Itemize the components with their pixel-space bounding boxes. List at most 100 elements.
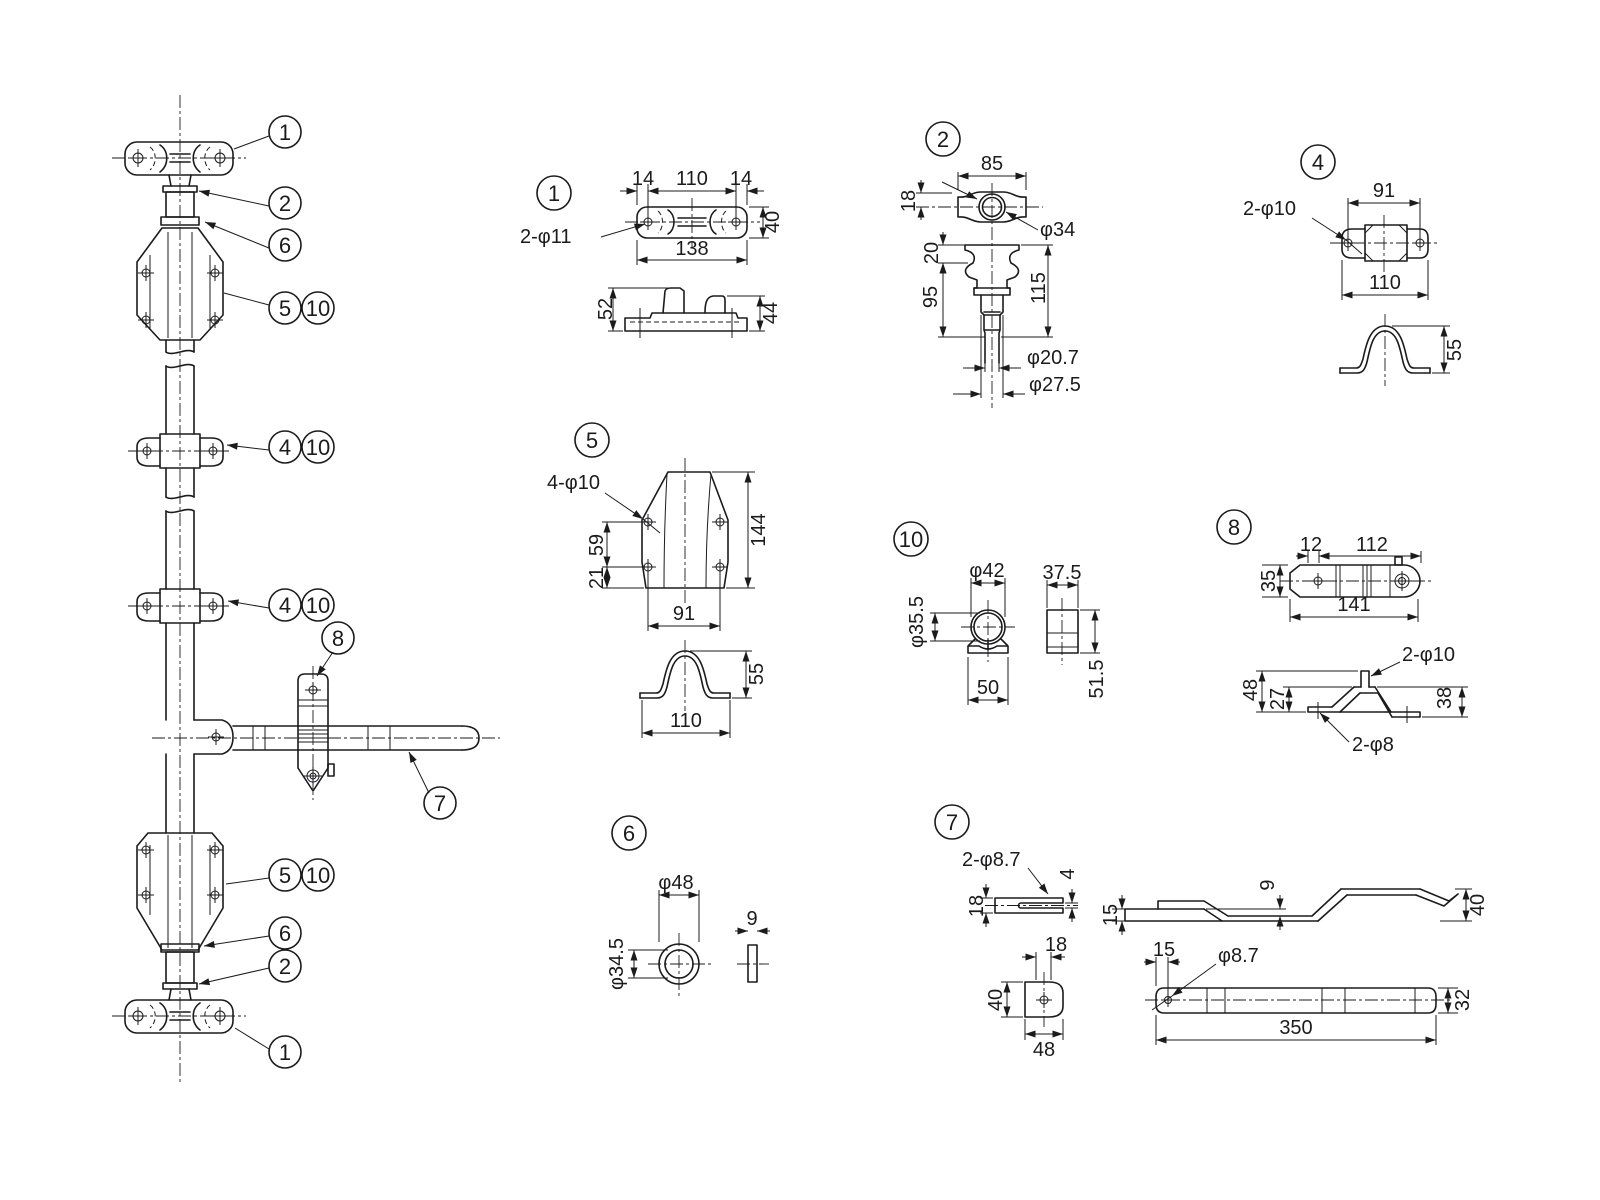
part8-side-view [1307,670,1421,723]
part5-dim-21: 21 [586,567,608,589]
part1-holes-label: 2-φ11 [520,226,572,248]
part5-dim-91: 91 [673,603,695,625]
part4-holes-label: 2-φ10 [1243,198,1296,220]
part7-dim-9: 9 [1257,879,1279,890]
part7-dim-15-hole: 15 [1153,939,1175,961]
balloon-bot-1-label: 1 [279,1040,291,1065]
balloon-bot-10: 10 [301,858,335,892]
part5-number: 5 [586,428,598,453]
part6-dia-34-5: φ34.5 [606,938,628,990]
part1-side-view [624,287,748,338]
balloon-mid-4b: 4 [268,588,302,622]
part6-dim-9: 9 [746,908,757,930]
part1-number: 1 [548,181,560,206]
balloon-part2: 2 [925,121,961,157]
part2-dim-115: 115 [1028,272,1050,304]
part8-dim-35: 35 [1258,570,1280,592]
assembly-guide-bracket-top [136,227,224,341]
part7-number: 7 [946,810,958,835]
part8-dim-27: 27 [1267,688,1289,710]
balloon-leaders [198,135,430,1050]
part8-dim-141: 141 [1337,594,1370,616]
part2-dia-20-7: φ20.7 [1027,347,1079,369]
assembly-end-plate-top [112,141,246,176]
part1-dim-52: 52 [595,298,617,320]
balloon-bot-10-label: 10 [306,863,330,888]
balloon-mid-4b-label: 4 [279,593,291,618]
balloon-top-10: 10 [301,291,335,325]
balloon-mid-10a-label: 10 [306,435,330,460]
part1-dim-138: 138 [675,238,708,260]
balloon-top-2-label: 2 [279,191,291,216]
balloon-part7: 7 [934,804,970,840]
balloon-top-6: 6 [268,228,302,262]
part10-dia-42: φ42 [969,560,1004,582]
assembly-clamp [128,433,232,469]
part7-dim-18-fork: 18 [966,895,988,917]
part7-dim-32: 32 [1452,989,1474,1011]
balloon-part1: 1 [536,175,572,211]
part7-dim-40-plate: 40 [985,989,1007,1011]
detail-part8: 8 12 112 35 141 48 [1216,509,1468,756]
assembly-view: 1 2 6 5 10 4 10 4 10 8 7 5 10 6 2 1 [112,95,500,1085]
part5-dim-55: 55 [746,663,768,685]
balloon-7: 7 [423,786,457,820]
part7-dim-18-plate: 18 [1045,934,1067,956]
detail-part6: 6 φ48 φ34.5 9 [606,815,770,996]
part7-dim-40-side: 40 [1467,894,1489,916]
part1-dim-40: 40 [762,211,784,233]
balloon-mid-4a: 4 [268,430,302,464]
balloon-bot-2: 2 [268,949,302,983]
balloon-mid-10b: 10 [301,588,335,622]
balloon-top-6-label: 6 [279,233,291,258]
part5-dim-110: 110 [670,710,702,732]
detail-part2: 2 85 18 φ34 20 95 115 φ20.7 [898,121,1081,408]
part7-dim-4: 4 [1057,868,1079,879]
balloon-top-10-label: 10 [306,296,330,321]
balloon-mid-4a-label: 4 [279,435,291,460]
balloon-mid-10a: 10 [301,430,335,464]
assembly-handle [152,719,500,755]
balloon-bot-6: 6 [268,916,302,950]
balloon-top-1-label: 1 [279,120,291,145]
part7-holes-label: 2-φ8.7 [962,849,1021,871]
part10-dim-37-5: 37.5 [1043,562,1082,584]
part4-number: 4 [1312,150,1324,175]
part7-dim-350: 350 [1279,1017,1312,1039]
detail-part10: 10 φ42 φ35.5 50 37.5 51.5 [893,521,1108,705]
balloon-part8: 8 [1216,509,1252,545]
part7-dia-8-7: φ8.7 [1218,945,1259,967]
part10-dim-51-5: 51.5 [1086,660,1108,699]
part8-holes-bottom-label: 2-φ8 [1352,734,1394,756]
part4-dim-91: 91 [1373,180,1395,202]
part6-dia-48: φ48 [658,872,693,894]
part4-dim-55: 55 [1444,339,1466,361]
balloon-part6: 6 [611,815,647,851]
part5-holes-label: 4-φ10 [547,472,600,494]
detail-part7: 7 2-φ8.7 4 18 15 9 40 [934,804,1489,1061]
balloon-bot-2-label: 2 [279,954,291,979]
balloon-part10: 10 [893,521,929,557]
balloon-part4: 4 [1300,144,1336,180]
part2-dim-95: 95 [920,286,942,308]
detail-part4: 4 2-φ10 91 110 55 [1243,144,1466,386]
part2-dim-85: 85 [981,153,1003,175]
part1-dim-14-right: 14 [730,168,752,190]
part5-dim-144: 144 [748,513,770,546]
detail-part5: 5 4-φ10 144 59 21 91 55 110 [547,422,770,738]
balloon-bot-5: 5 [268,858,302,892]
part1-dim-44: 44 [760,302,782,324]
balloon-part5: 5 [574,422,610,458]
part2-number: 2 [937,127,949,152]
part2-dia-34: φ34 [1040,219,1075,241]
part5-dim-59: 59 [586,534,608,556]
balloon-8-label: 8 [332,626,344,651]
part8-dim-12: 12 [1300,534,1322,556]
part10-number: 10 [899,527,923,552]
balloon-top-5: 5 [268,291,302,325]
part8-dim-48: 48 [1240,679,1262,701]
part8-holes-top-label: 2-φ10 [1402,644,1455,666]
balloon-bot-5-label: 5 [279,863,291,888]
part2-dia-27-5: φ27.5 [1029,374,1081,396]
